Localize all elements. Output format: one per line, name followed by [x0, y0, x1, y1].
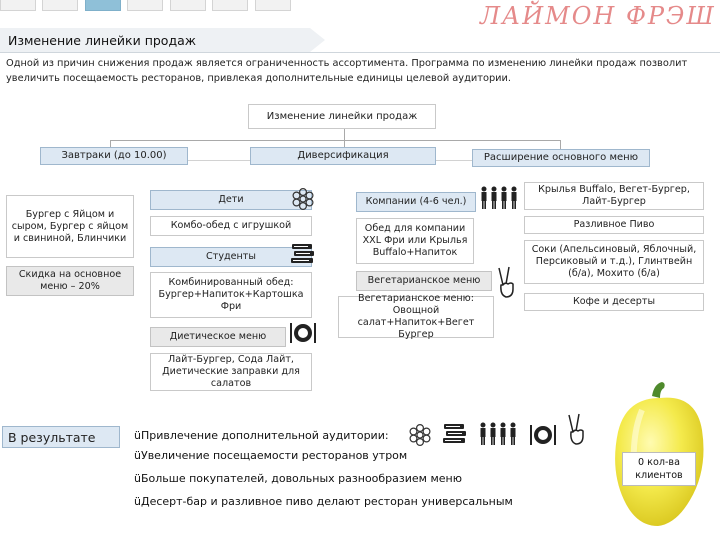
diversification-item: Дети — [150, 190, 312, 210]
diversification-item: Вегетарианское меню: Овощной салат+Напит… — [338, 293, 494, 340]
people-group-icon — [480, 422, 516, 445]
top-tabs — [0, 0, 300, 11]
category-diversification: Диверсификация — [250, 147, 436, 165]
connector — [560, 140, 561, 149]
diversification-item: Вегетарианское меню — [356, 271, 492, 291]
diversification-item: Лайт-Бургер, Сода Лайт, Диетические запр… — [150, 353, 312, 391]
tab-6[interactable] — [212, 0, 248, 11]
diversification-item: Обед для компании XXL Фри или Крылья Buf… — [356, 218, 474, 264]
books-icon — [291, 244, 314, 263]
plate-cutlery-icon — [530, 425, 556, 445]
connector — [344, 140, 345, 147]
expansion-item: Кофе и десерты — [524, 293, 704, 311]
title-bar — [0, 28, 325, 52]
pepper-label: 0 кол-ва клиентов — [622, 452, 696, 486]
expansion-item: Соки (Апельсиновый, Яблочный, Персиковый… — [524, 240, 704, 284]
tab-7[interactable] — [255, 0, 291, 11]
result-line: üПривлечение дополнительной аудитории: — [134, 429, 389, 442]
result-line: üДесерт-бар и разливное пиво делают рест… — [134, 495, 513, 508]
victory-hand-icon — [568, 413, 584, 445]
page-title: Изменение линейки продаж — [8, 33, 197, 48]
diversification-item: Студенты — [150, 247, 312, 267]
flower-icon — [409, 423, 431, 447]
victory-hand-icon — [498, 266, 514, 298]
diversification-item: Комбо-обед с игрушкой — [150, 216, 312, 236]
connector — [110, 140, 560, 141]
people-group-icon — [481, 186, 517, 209]
diversification-item: Диетическое меню — [150, 327, 286, 347]
tab-1[interactable] — [0, 0, 36, 11]
connector — [110, 140, 111, 147]
check-icon: ü — [134, 449, 141, 462]
books-icon — [443, 424, 466, 443]
tab-5[interactable] — [170, 0, 206, 11]
tab-4[interactable] — [127, 0, 163, 11]
result-label: В результате — [2, 426, 120, 448]
tab-3-active[interactable] — [85, 0, 121, 11]
root-node: Изменение линейки продаж — [248, 104, 436, 129]
check-icon: ü — [134, 472, 141, 485]
expansion-item: Разливное Пиво — [524, 216, 704, 234]
plate-cutlery-icon — [290, 323, 316, 343]
flower-icon — [292, 187, 314, 211]
check-icon: ü — [134, 429, 141, 442]
title-divider — [0, 52, 720, 53]
result-line: üУвеличение посещаемости ресторанов утро… — [134, 449, 408, 462]
breakfast-item: Бургер с Яйцом и сыром, Бургер с яйцом и… — [6, 195, 134, 258]
expansion-item: Крылья Buffalo, Вегет-Бургер, Лайт-Бурге… — [524, 182, 704, 210]
check-icon: ü — [134, 495, 141, 508]
category-breakfast: Завтраки (до 10.00) — [40, 147, 188, 165]
connector — [344, 129, 345, 140]
diversification-item: Комбинированный обед: Бургер+Напиток+Кар… — [150, 272, 312, 318]
diversification-item: Компании (4-6 чел.) — [356, 192, 476, 212]
result-line: üБольше покупателей, довольных разнообра… — [134, 472, 462, 485]
intro-text: Одной из причин снижения продаж является… — [6, 58, 688, 84]
breakfast-item: Скидка на основное меню – 20% — [6, 266, 134, 296]
tab-2[interactable] — [42, 0, 78, 11]
brand-logo: ЛАЙМОН ФРЭШ © — [480, 2, 720, 30]
category-expansion: Расширение основного меню — [472, 149, 650, 167]
